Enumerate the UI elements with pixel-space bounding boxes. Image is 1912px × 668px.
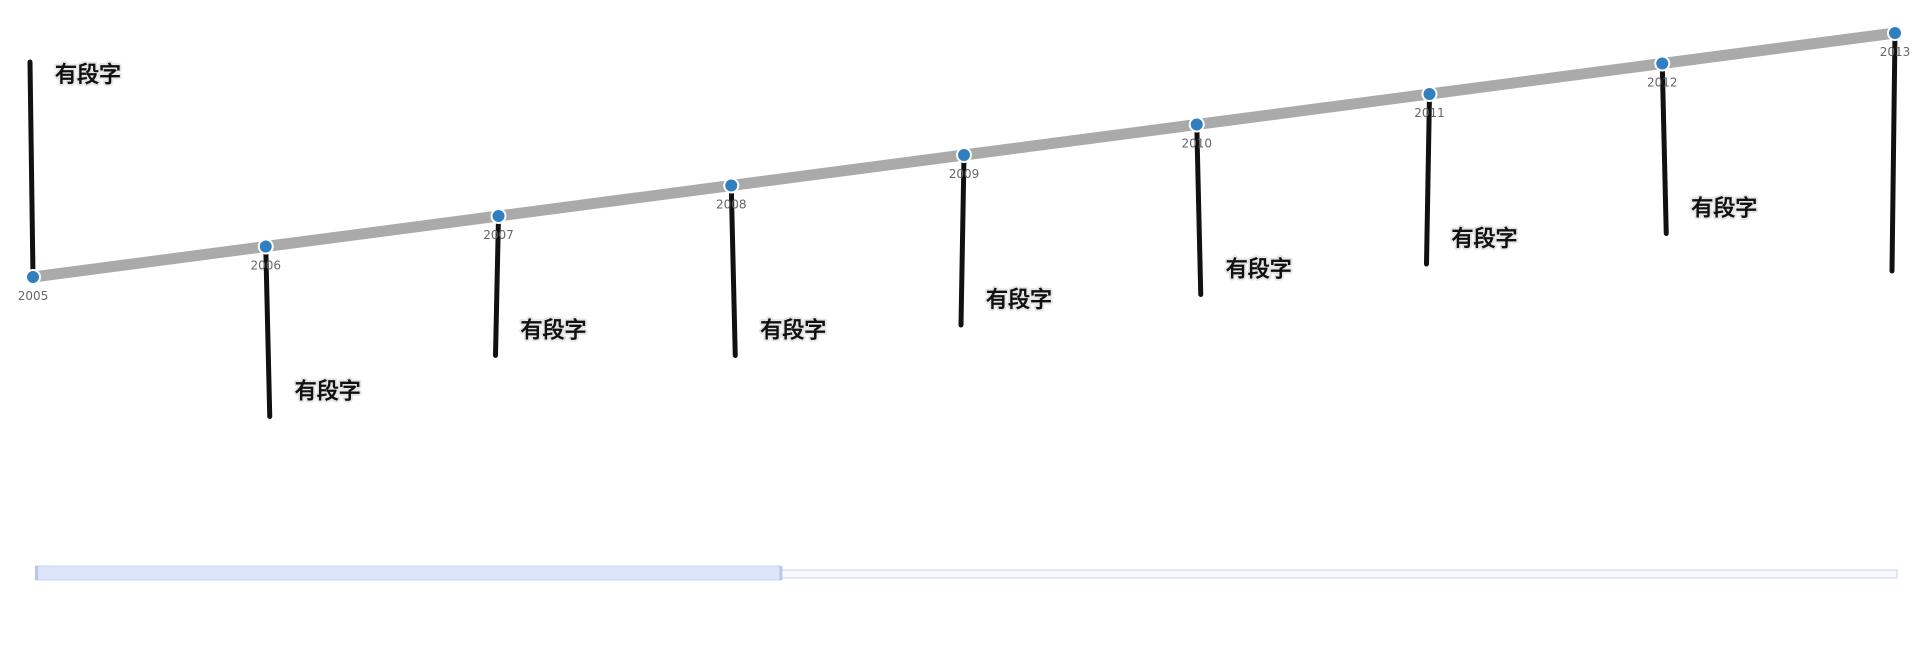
annotation-stem-2011 xyxy=(1424,91,1432,267)
slider-handle-start[interactable] xyxy=(35,566,38,580)
slider-selection[interactable] xyxy=(35,565,781,581)
annotation-label-2011: 有段字 xyxy=(1452,226,1518,252)
annotation-stem-2013 xyxy=(1889,30,1898,274)
annotation-label-2012: 有段字 xyxy=(1691,196,1757,222)
year-label-2008: 2008 xyxy=(716,198,747,212)
year-label-2009: 2009 xyxy=(949,167,980,181)
x-axis-tick-labels: 2005 2006 2007 2008 2009 2010 2011 2012 2013 xyxy=(18,45,1911,303)
annotation-stem-2010 xyxy=(1194,122,1204,297)
data-point-2005[interactable] xyxy=(25,269,41,285)
data-point-2007[interactable] xyxy=(490,208,507,224)
annotation-labels: 有段字有段字有段字有段字有段字有段字有段字有段字 xyxy=(53,60,1759,407)
annotation-label-2008: 有段字 xyxy=(760,318,826,344)
annotation-stem-2008 xyxy=(728,183,738,358)
annotation-label-2005: 有段字 xyxy=(55,62,121,88)
year-label-2006: 2006 xyxy=(250,259,281,273)
annotation-stem-2007 xyxy=(493,213,501,358)
data-point-2006[interactable] xyxy=(257,238,274,255)
annotation-stem-2012 xyxy=(1659,61,1669,236)
data-point-2011[interactable] xyxy=(1421,86,1438,102)
year-label-2007: 2007 xyxy=(483,228,514,242)
annotation-label-2009: 有段字 xyxy=(986,287,1052,313)
year-label-2012: 2012 xyxy=(1647,76,1678,90)
data-point-2010[interactable] xyxy=(1188,116,1205,133)
data-point-2013[interactable] xyxy=(1887,25,1903,41)
annotation-stem-2006 xyxy=(263,244,273,419)
year-label-2005: 2005 xyxy=(18,289,49,303)
data-zoom-slider[interactable] xyxy=(35,565,1898,581)
data-point-2009[interactable] xyxy=(956,147,972,163)
annotation-label-2007: 有段字 xyxy=(521,317,587,343)
data-point-2012[interactable] xyxy=(1654,55,1671,72)
year-label-2013: 2013 xyxy=(1880,45,1911,59)
data-points xyxy=(25,25,1903,285)
slider-handle-end[interactable] xyxy=(779,566,783,580)
data-point-2008[interactable] xyxy=(723,177,740,194)
annotation-label-2006: 有段字 xyxy=(295,379,361,405)
annotation-stems xyxy=(27,30,1898,419)
annotation-label-2010: 有段字 xyxy=(1226,257,1292,283)
annotation-stem-2005 xyxy=(27,59,36,280)
year-label-2011: 2011 xyxy=(1414,106,1445,120)
annotation-stem-2009 xyxy=(958,152,967,328)
year-label-2010: 2010 xyxy=(1181,137,1212,151)
